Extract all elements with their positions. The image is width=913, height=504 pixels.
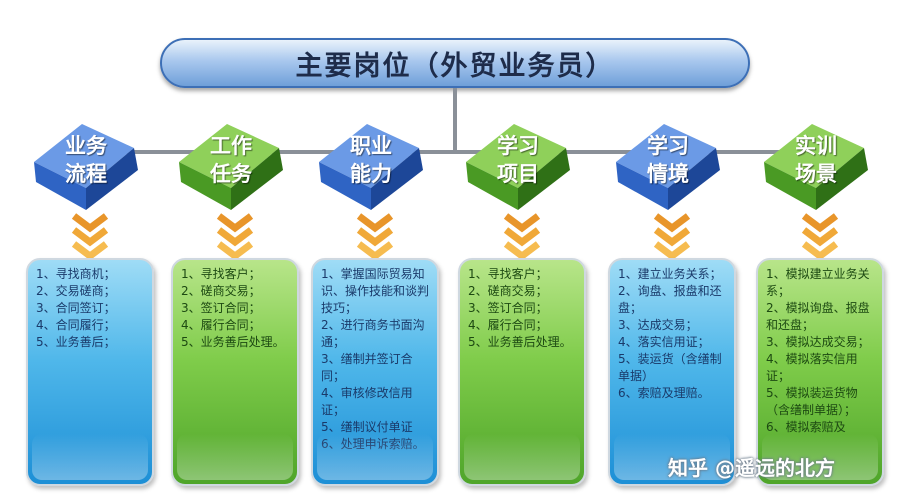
panel-gloss <box>614 434 730 480</box>
panel-item: 5、装运货（含缮制单据） <box>618 352 722 383</box>
panel-item: 4、履行合同； <box>181 318 261 332</box>
panel-item: 2、磋商交易； <box>468 284 548 298</box>
panel-item: 5、业务善后处理。 <box>468 335 572 349</box>
node-label: 学习 项目 <box>497 134 539 186</box>
panel-item-list: 1、寻找客户； 2、磋商交易； 3、签订合同； 4、履行合同； 5、业务善后处理。 <box>181 266 291 351</box>
main-title: 主要岗位（外贸业务员） <box>160 38 750 88</box>
panel-item: 1、寻找客户； <box>468 267 548 281</box>
panel-item: 6、处理申诉索赔。 <box>321 436 431 453</box>
panel-item: 3、达成交易； <box>618 318 698 332</box>
panel-item: 3、签订合同； <box>181 301 261 315</box>
panel-item: 4、落实信用证； <box>618 335 710 349</box>
down-chevron-icon <box>70 212 110 261</box>
down-chevron-icon <box>652 212 692 261</box>
panel-item: 4、合同履行； <box>36 318 116 332</box>
panel-gloss <box>464 434 580 480</box>
node-cube-2: 工作 任务 <box>171 118 291 214</box>
panel-gloss <box>317 434 433 480</box>
panel-item: 6、索赔及理赔。 <box>618 386 710 400</box>
panel-item-list: 1、掌握国际贸易知识、操作技能和谈判技巧；2、进行商务书面沟通；3、缮制并签订合… <box>321 266 431 453</box>
panel-item: 1、掌握国际贸易知识、操作技能和谈判技巧； <box>321 267 430 315</box>
down-chevron-icon <box>502 212 542 261</box>
node-label: 职业 能力 <box>350 134 392 186</box>
panel-item: 3、签订合同； <box>468 301 548 315</box>
node-detail-panel-1: 1、寻找商机； 2、交易磋商； 3、合同签订； 4、合同履行； 5、业务善后； <box>26 258 154 486</box>
panel-item: 2、交易磋商； <box>36 284 116 298</box>
node-cube-3: 职业 能力 <box>311 118 431 214</box>
panel-item-list: 1、模拟建立业务关系；2、模拟询盘、报盘和还盘； 3、模拟达成交易； 4、模拟落实信… <box>766 266 876 436</box>
node-label: 学习 情境 <box>647 134 689 186</box>
node-detail-panel-2: 1、寻找客户； 2、磋商交易； 3、签订合同； 4、履行合同； 5、业务善后处理。 <box>171 258 299 486</box>
panel-item: 5、业务善后处理。 <box>181 335 285 349</box>
panel-item: 2、磋商交易； <box>181 284 261 298</box>
title-connector-vertical <box>453 88 457 154</box>
panel-item: 3、模拟达成交易； <box>766 335 870 349</box>
panel-item: 4、模拟落实信用证； <box>766 352 858 383</box>
down-chevron-icon <box>355 212 395 261</box>
panel-item: 1、建立业务关系； <box>618 267 722 281</box>
panel-item: 2、模拟询盘、报盘和还盘； <box>766 301 870 332</box>
node-detail-panel-5: 1、建立业务关系； 2、询盘、报盘和还盘； 3、达成交易； 4、落实信用证； 5、装运货… <box>608 258 736 486</box>
panel-item: 5、缮制议付单证 <box>321 420 413 434</box>
panel-item: 1、寻找商机； <box>36 267 116 281</box>
down-chevron-icon <box>215 212 255 261</box>
panel-item: 5、业务善后； <box>36 335 116 349</box>
node-cube-1: 业务 流程 <box>26 118 146 214</box>
node-detail-panel-6: 1、模拟建立业务关系；2、模拟询盘、报盘和还盘； 3、模拟达成交易； 4、模拟落实信… <box>756 258 884 486</box>
panel-item-list: 1、寻找商机； 2、交易磋商； 3、合同签订； 4、合同履行； 5、业务善后； <box>36 266 146 351</box>
panel-item: 5、模拟装运货物（含缮制单据）； <box>766 386 858 417</box>
node-label: 工作 任务 <box>210 134 252 186</box>
panel-item: 2、询盘、报盘和还盘； <box>618 284 722 315</box>
node-detail-panel-3: 1、掌握国际贸易知识、操作技能和谈判技巧；2、进行商务书面沟通；3、缮制并签订合… <box>311 258 439 486</box>
node-cube-4: 学习 项目 <box>458 118 578 214</box>
panel-item: 1、寻找客户； <box>181 267 261 281</box>
node-cube-5: 学习 情境 <box>608 118 728 214</box>
panel-gloss <box>32 434 148 480</box>
panel-item-list: 1、建立业务关系； 2、询盘、报盘和还盘； 3、达成交易； 4、落实信用证； 5、装运货… <box>618 266 728 402</box>
panel-item: 3、缮制并签订合同； <box>321 352 413 383</box>
watermark-text: 知乎 @遥远的北方 <box>668 456 835 480</box>
node-cube-6: 实训 场景 <box>756 118 876 214</box>
panel-gloss <box>762 434 878 480</box>
panel-item: 2、进行商务书面沟通； <box>321 318 425 349</box>
panel-item: 3、合同签订； <box>36 301 116 315</box>
node-label: 业务 流程 <box>65 134 107 186</box>
node-label: 实训 场景 <box>795 134 837 186</box>
panel-item-list: 1、寻找客户； 2、磋商交易； 3、签订合同； 4、履行合同； 5、业务善后处理。 <box>468 266 578 351</box>
node-detail-panel-4: 1、寻找客户； 2、磋商交易； 3、签订合同； 4、履行合同； 5、业务善后处理。 <box>458 258 586 486</box>
panel-item: 4、履行合同； <box>468 318 548 332</box>
down-chevron-icon <box>800 212 840 261</box>
panel-item: 6、模拟索赔及 <box>766 420 846 434</box>
node-connector-horizontal <box>100 150 820 154</box>
panel-item: 4、审核修改信用证； <box>321 386 413 417</box>
panel-gloss <box>177 434 293 480</box>
panel-item: 1、模拟建立业务关系； <box>766 267 870 298</box>
